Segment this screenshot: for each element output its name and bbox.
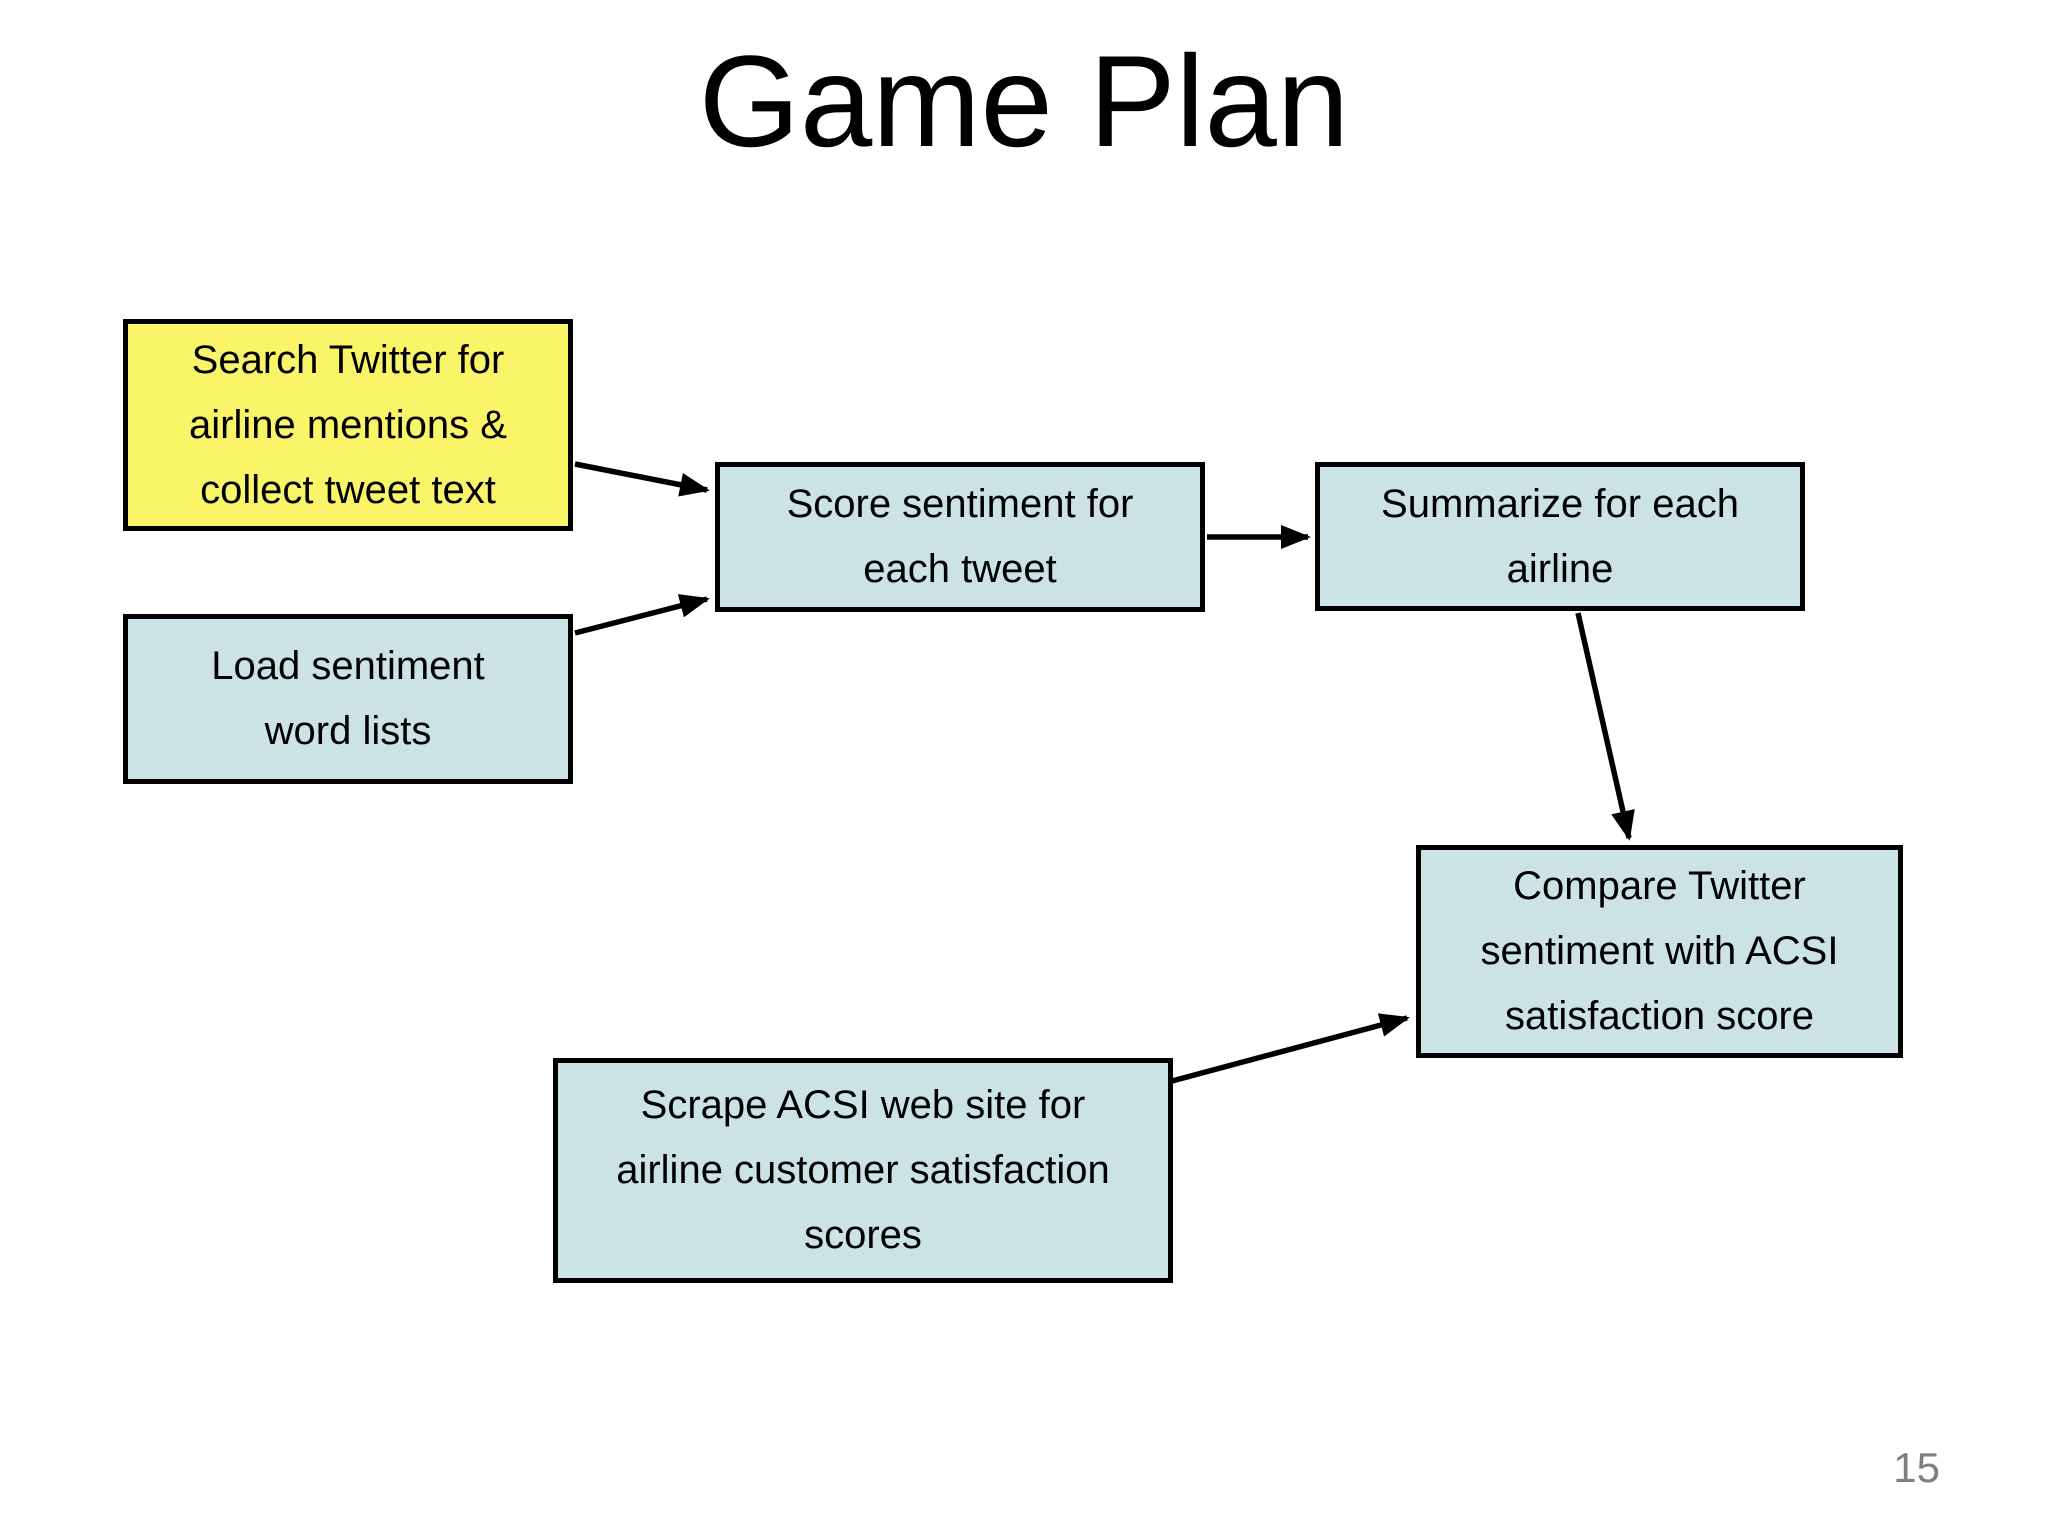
arrow-search-to-score [574,461,710,497]
flow-node-load-word-lists: Load sentiment word lists [123,614,573,784]
node-line: Load sentiment [211,644,485,688]
slide-title: Game Plan [698,28,1350,174]
node-line: word lists [264,709,432,753]
node-line: Summarize for each [1381,481,1739,526]
node-line: Scrape ACSI web site for [640,1083,1086,1127]
flow-node-summarize-airline: Summarize for each airline [1315,462,1805,611]
node-line: airline [1506,546,1614,591]
node-line: each tweet [863,547,1057,591]
node-line: sentiment with ACSI [1480,929,1839,973]
node-line: collect tweet text [200,467,496,512]
node-line: airline customer satisfaction [616,1148,1110,1192]
flow-node-compare-acsi: Compare Twitter sentiment with ACSI sati… [1416,845,1903,1058]
arrow-load-to-score [574,594,710,636]
arrow-summarize-to-compare [1575,612,1635,841]
node-line: Score sentiment for [786,482,1134,526]
node-line: satisfaction score [1504,994,1815,1038]
node-line: Search Twitter for [191,337,505,382]
node-line: scores [804,1213,922,1257]
node-line: Compare Twitter [1513,864,1806,908]
flow-node-scrape-acsi: Scrape ACSI web site for airline custome… [553,1058,1173,1283]
flow-node-score-sentiment: Score sentiment for each tweet [715,462,1205,612]
flow-node-search-twitter: Search Twitter for airline mentions & co… [123,319,573,531]
node-line: airline mentions & [189,402,507,447]
arrow-scrape-to-compare [1171,1013,1410,1084]
page-number: 15 [1893,1444,1940,1491]
